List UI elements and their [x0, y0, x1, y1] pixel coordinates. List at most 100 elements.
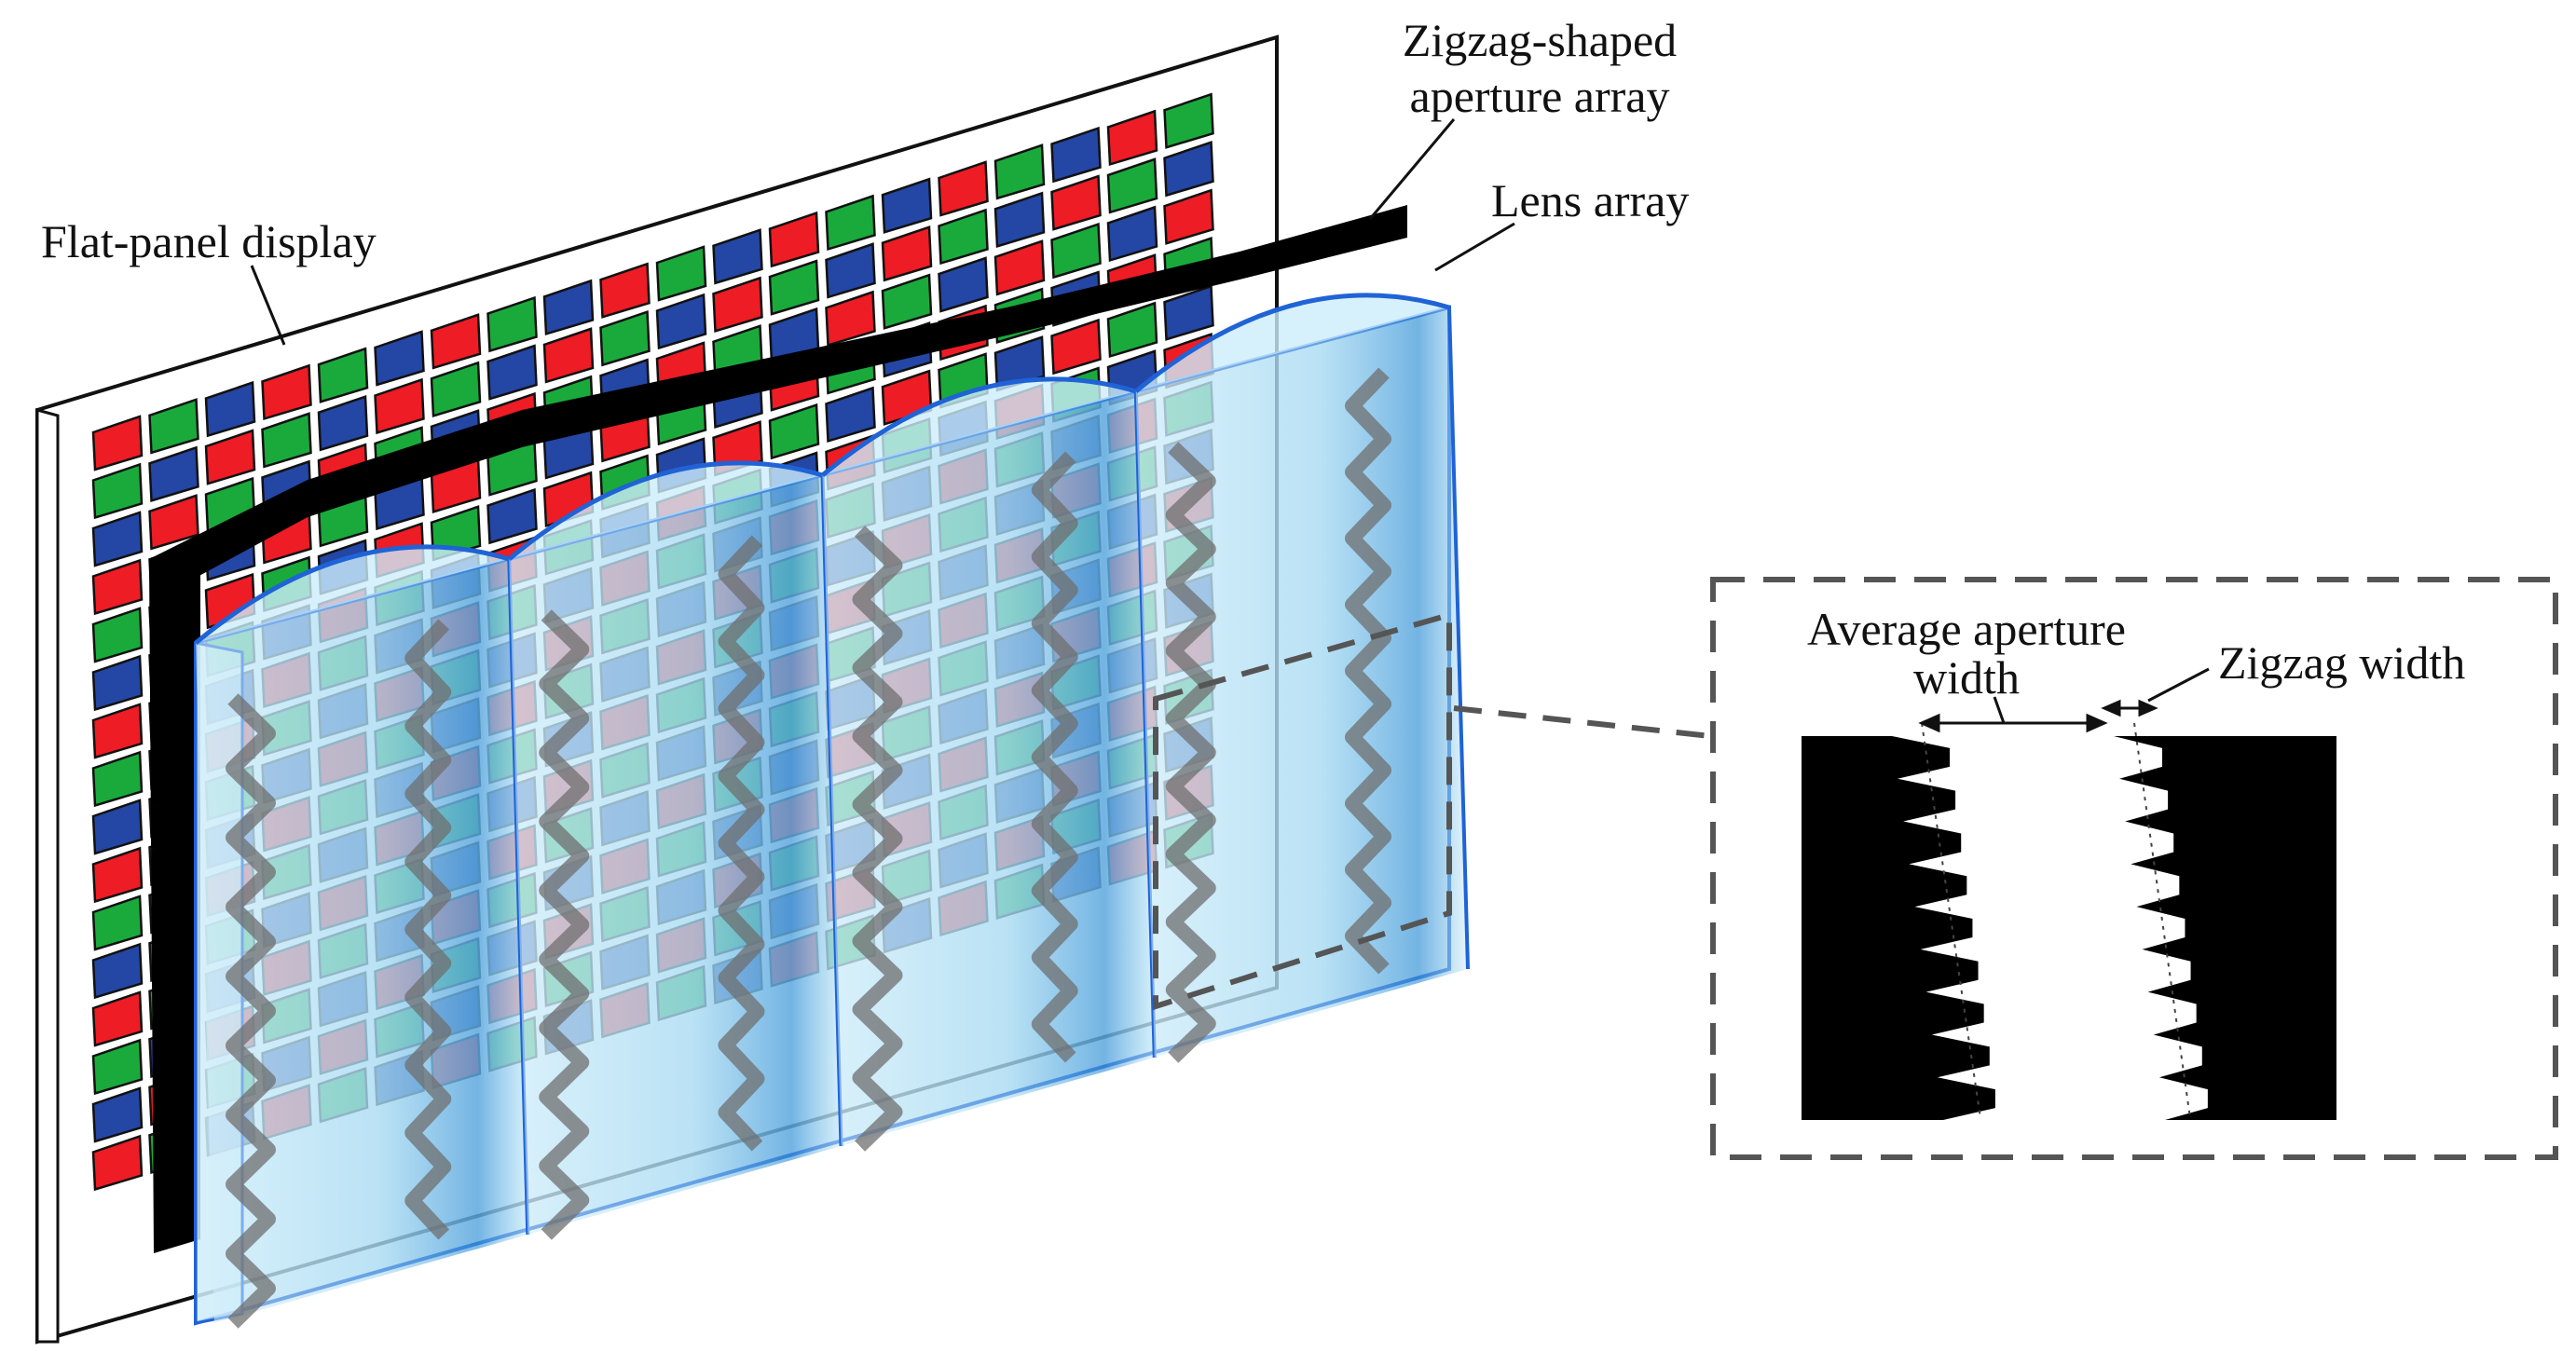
zigzag-right-edge: [404, 619, 452, 1240]
inset-left-mask-block: [1802, 736, 2006, 1120]
subpixel: [1050, 222, 1102, 280]
subpixel: [148, 398, 199, 455]
label-lens-array: Lens array: [1491, 174, 1690, 226]
subpixel: [1106, 157, 1158, 214]
subpixel: [1106, 109, 1158, 167]
subpixel: [712, 276, 763, 333]
average-aperture-arrowhead-left: [1918, 713, 1940, 733]
subpixel: [374, 377, 425, 435]
subpixel: [825, 194, 876, 252]
subpixel: [825, 290, 876, 348]
detail-inset: [1710, 577, 2558, 1160]
subpixel: [712, 228, 763, 285]
subpixel: [768, 259, 820, 316]
subpixel: [825, 386, 876, 444]
lenslet-dome: [507, 460, 824, 561]
subpixel: [599, 309, 651, 367]
subpixel: [261, 363, 312, 421]
subpixel: [91, 558, 144, 616]
zigzag-right-edge: [1345, 367, 1391, 975]
zigzag-width-arrowhead-right: [2138, 699, 2158, 717]
subpixel: [317, 394, 369, 452]
zigzag-left-edge: [226, 693, 276, 1329]
label-average-aperture-line2: width: [1913, 651, 2020, 703]
subpixel: [655, 245, 707, 302]
subpixel: [91, 942, 144, 1000]
average-aperture-leader: [1993, 696, 2006, 724]
subpixel: [1163, 92, 1214, 149]
subpixel: [91, 654, 144, 712]
subpixel: [430, 313, 482, 370]
inset-left-centerline: [1921, 722, 1981, 1119]
zigzag-left-edge: [1165, 442, 1216, 1063]
subpixel: [881, 177, 933, 234]
subpixel: [486, 344, 538, 401]
leader-zigzag-aperture: [1368, 118, 1456, 220]
label-zigzag-aperture-line2: aperture array: [1409, 70, 1670, 122]
lenslet-dome: [1134, 293, 1450, 393]
mask-top-ridge: [149, 205, 1407, 578]
subpixel: [1106, 205, 1158, 263]
subpixel: [91, 462, 144, 520]
zoom-indicator: [1153, 611, 1711, 1011]
subpixel: [91, 990, 144, 1047]
subpixel: [1163, 284, 1214, 341]
zoom-source-box: [1153, 611, 1452, 1011]
subpixel: [881, 273, 933, 330]
zigzag-left-edge: [539, 609, 590, 1240]
mask-left-strip: [149, 559, 200, 1253]
subpixel: [938, 208, 989, 266]
subpixel: [430, 361, 482, 417]
label-zigzag-aperture-line1: Zigzag-shaped: [1402, 14, 1678, 66]
subpixel: [993, 143, 1046, 200]
inset-right-centerline: [2133, 722, 2191, 1119]
subpixel: [825, 242, 876, 299]
subpixel: [91, 846, 144, 904]
subpixel: [881, 225, 933, 282]
lenslet-column: [196, 559, 528, 1323]
subpixel: [993, 239, 1046, 296]
zoom-connector: [1453, 705, 1711, 739]
subpixel: [993, 335, 1046, 392]
lenslet-column: [822, 391, 1155, 1146]
subpixel: [91, 799, 144, 855]
subpixel: [768, 403, 820, 460]
zigzag-aperture-mask: [149, 205, 1407, 1253]
subpixel: [1163, 188, 1214, 245]
subpixel: [91, 703, 144, 759]
subpixel: [599, 262, 651, 319]
subpixel: [91, 1038, 144, 1096]
subpixel: [204, 380, 256, 438]
zigzag-width-arrowhead-left: [2101, 699, 2121, 717]
leader-flat-panel: [250, 265, 286, 346]
lenslet-dome: [194, 544, 510, 645]
subpixel: [542, 279, 595, 336]
label-zigzag-width: Zigzag width: [2218, 636, 2466, 689]
inset-right-mask-block: [2114, 736, 2336, 1120]
subpixel: [91, 1134, 144, 1192]
subpixel: [91, 511, 144, 567]
zigzag-left-edge: [852, 526, 903, 1152]
subpixel: [91, 750, 144, 808]
dimension-arrows: [1918, 667, 2210, 733]
label-flat-panel-display: Flat-panel display: [41, 215, 377, 267]
subpixel: [938, 160, 989, 217]
subpixel: [1163, 140, 1214, 198]
lenslet-boundary: [1447, 307, 1470, 970]
zigzag-right-edge: [1031, 451, 1078, 1063]
subpixel: [204, 429, 256, 485]
lens-array: [194, 293, 1470, 1329]
label-average-aperture-line1: Average aperture: [1807, 603, 2126, 655]
subpixel: [1050, 174, 1102, 231]
subpixel: [768, 211, 820, 268]
subpixel: [91, 607, 144, 663]
average-aperture-arrowhead-right: [2086, 713, 2108, 733]
subpixel: [993, 191, 1046, 248]
inset-aperture-detail: [1802, 722, 2336, 1120]
subpixel: [1106, 301, 1158, 359]
lenslet-dome: [820, 376, 1137, 477]
panel-edge: [35, 408, 60, 1344]
subpixel: [655, 293, 707, 350]
